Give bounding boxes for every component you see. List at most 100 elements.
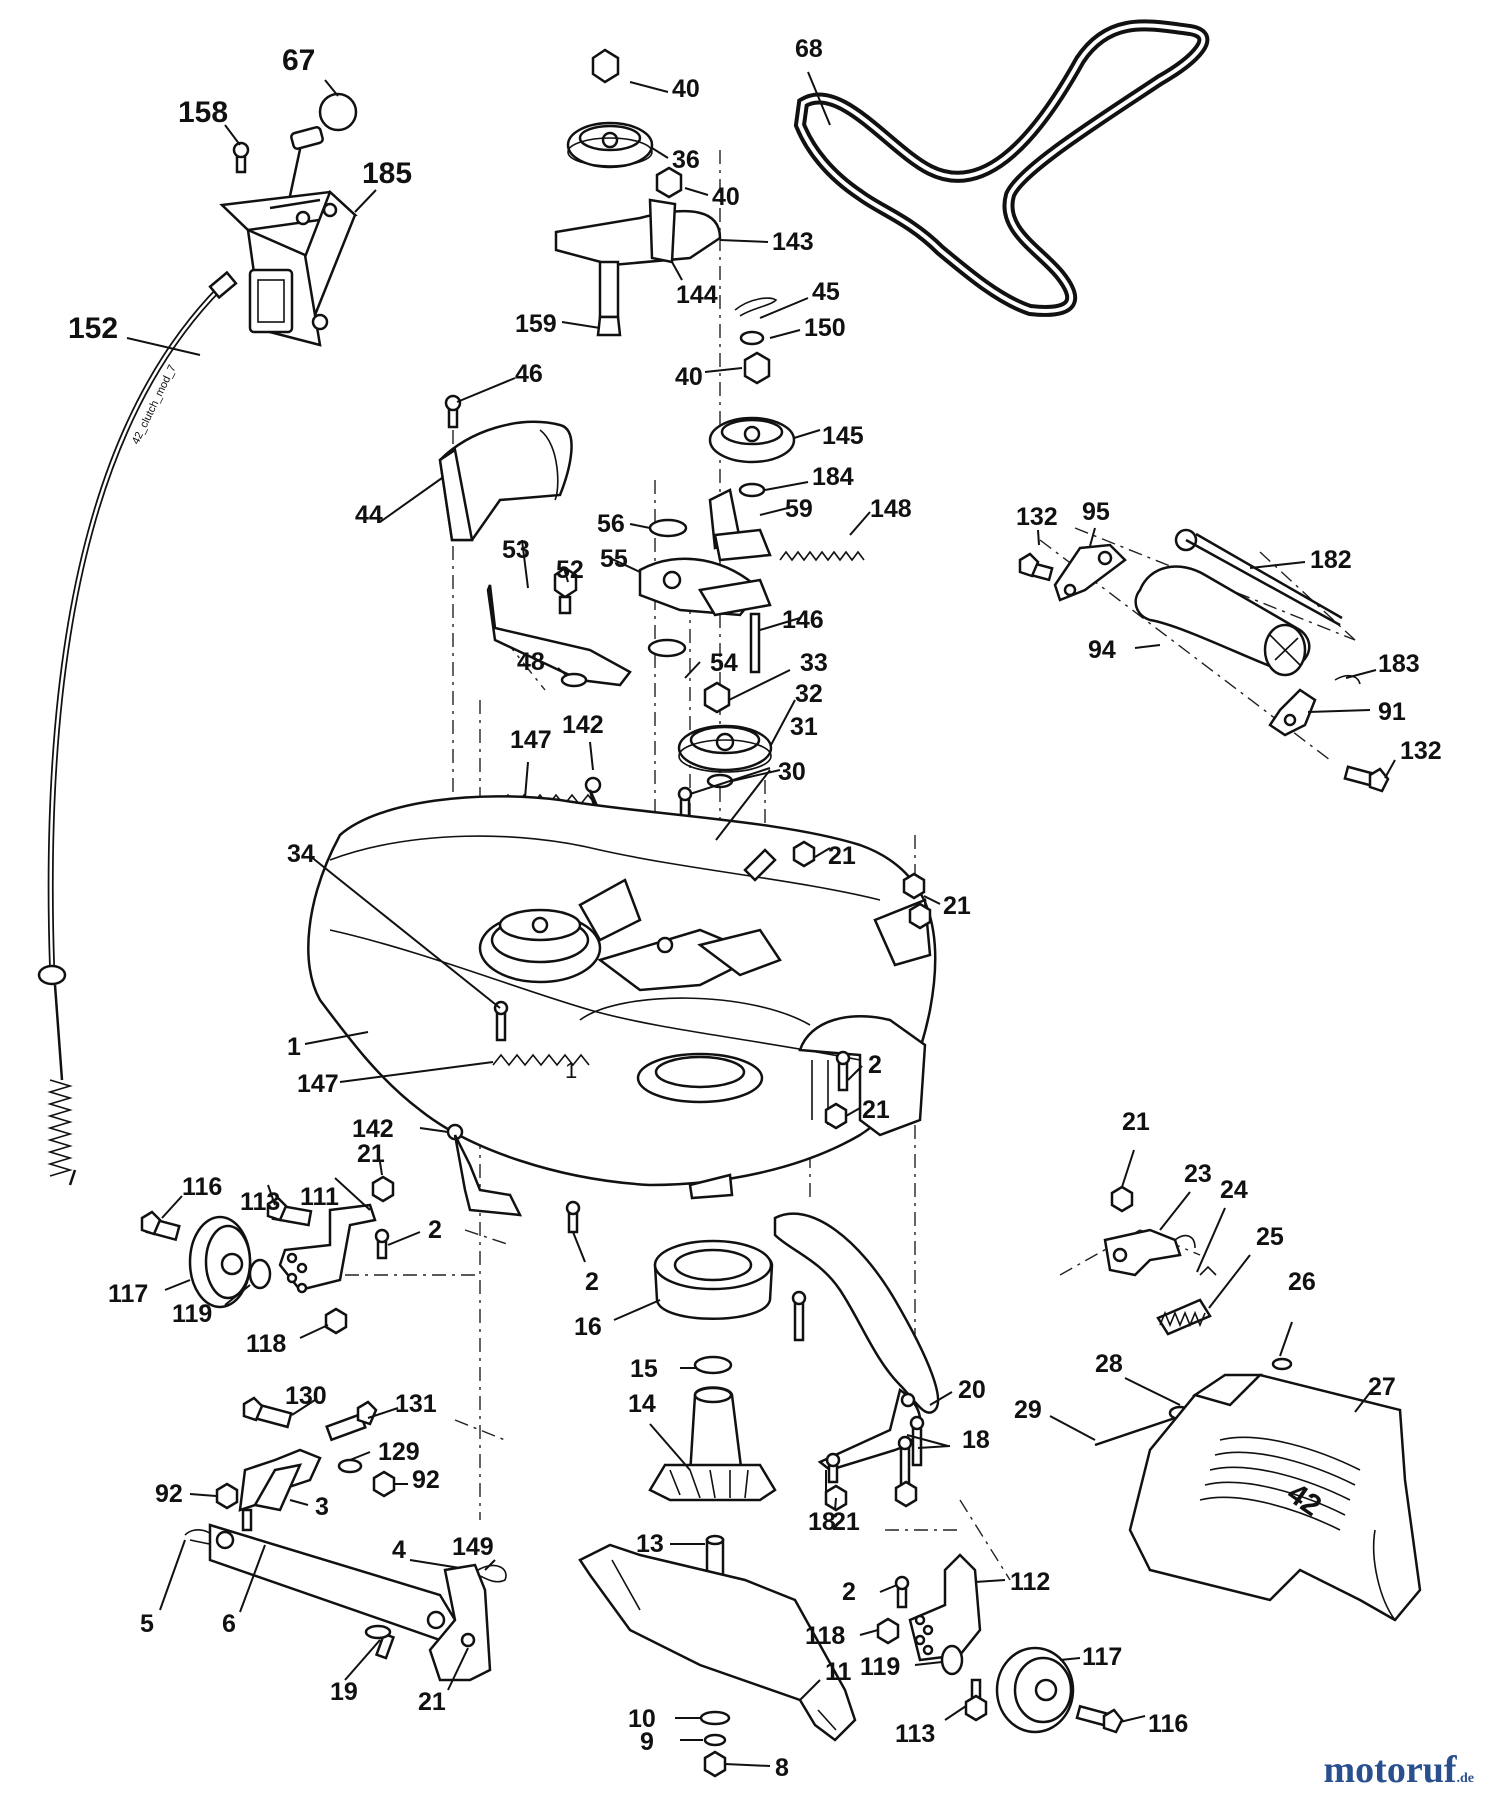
label-68: 68 xyxy=(795,35,823,63)
label-185: 185 xyxy=(362,157,412,190)
watermark-text: motoruf xyxy=(1323,1749,1457,1791)
part-labels: 67 158 185 152 40 36 40 143 144 159 68 4… xyxy=(68,35,1442,1782)
label-146: 146 xyxy=(782,606,824,634)
label-184: 184 xyxy=(812,463,854,491)
label-34: 34 xyxy=(287,840,315,868)
watermark-logo: motoruf.de xyxy=(1324,1748,1474,1792)
label-2: 2 xyxy=(868,1051,882,1079)
label-95: 95 xyxy=(1082,498,1110,526)
label-59: 59 xyxy=(785,495,813,523)
label-118: 118 xyxy=(805,1622,845,1650)
knob xyxy=(318,92,358,132)
label-30: 30 xyxy=(778,758,806,786)
label-31: 31 xyxy=(790,713,818,741)
idler-arm-assembly xyxy=(638,488,865,674)
baffle xyxy=(773,1212,940,1472)
drive-belt xyxy=(793,19,1210,317)
label-3: 3 xyxy=(315,1493,329,1521)
label-23: 23 xyxy=(1184,1160,1212,1188)
deck-link-assembly xyxy=(184,1523,507,1682)
label-11: 11 xyxy=(825,1658,852,1686)
idler-pulley-lower xyxy=(708,297,796,498)
label-116: 116 xyxy=(1148,1710,1188,1738)
label-8: 8 xyxy=(775,1754,789,1782)
label-1: 1 xyxy=(287,1033,301,1061)
label-21: 21 xyxy=(862,1096,890,1124)
bracket-assembly-left xyxy=(215,1396,396,1532)
label-144: 144 xyxy=(676,281,718,309)
watermark-suffix: .de xyxy=(1456,1771,1475,1786)
label-21: 21 xyxy=(943,892,971,920)
label-113: 113 xyxy=(240,1188,280,1216)
label-40: 40 xyxy=(672,75,700,103)
discharge-chute-assembly: 42 xyxy=(1094,1185,1422,1622)
label-94: 94 xyxy=(1088,636,1116,664)
label-112: 112 xyxy=(1010,1568,1050,1596)
label-142: 142 xyxy=(352,1115,394,1143)
label-19: 19 xyxy=(330,1678,358,1706)
label-4: 4 xyxy=(392,1536,406,1564)
label-21: 21 xyxy=(418,1688,446,1716)
label-14: 14 xyxy=(628,1390,656,1418)
label-40: 40 xyxy=(675,363,703,391)
label-40: 40 xyxy=(712,183,740,211)
label-159: 159 xyxy=(515,310,557,338)
label-27: 27 xyxy=(1368,1373,1396,1401)
label-54: 54 xyxy=(710,649,738,677)
leader-lines xyxy=(126,71,1396,1767)
label-55: 55 xyxy=(600,545,628,573)
label-147: 147 xyxy=(297,1070,339,1098)
roller-assembly xyxy=(1018,528,1390,793)
label-21: 21 xyxy=(1122,1108,1150,1136)
spring-lower xyxy=(492,1000,590,1067)
label-132: 132 xyxy=(1016,503,1058,531)
gauge-wheel-left xyxy=(140,1175,395,1335)
drive-pulley-assembly xyxy=(486,566,773,789)
label-149: 149 xyxy=(452,1533,494,1561)
label-119: 119 xyxy=(860,1653,900,1681)
label-18: 18 xyxy=(808,1508,836,1536)
label-150: 150 xyxy=(804,314,846,342)
label-13: 13 xyxy=(636,1530,664,1558)
label-92: 92 xyxy=(412,1466,440,1494)
label-15: 15 xyxy=(630,1355,658,1383)
label-44: 44 xyxy=(355,501,383,529)
label-116: 116 xyxy=(182,1173,222,1201)
label-148: 148 xyxy=(870,495,912,523)
clutch-lever-assembly xyxy=(219,126,358,347)
label-33: 33 xyxy=(800,649,828,677)
label-25: 25 xyxy=(1256,1223,1284,1251)
label-158: 158 xyxy=(178,96,228,129)
label-29: 29 xyxy=(1014,1396,1042,1424)
label-91: 91 xyxy=(1378,698,1406,726)
label-130: 130 xyxy=(285,1382,327,1410)
label-5: 5 xyxy=(140,1610,154,1638)
label-117: 117 xyxy=(108,1280,148,1308)
label-53: 53 xyxy=(502,536,530,564)
label-9: 9 xyxy=(640,1728,654,1756)
idler-pulley-top xyxy=(554,48,722,337)
label-129: 129 xyxy=(378,1438,420,1466)
mower-deck: 1 xyxy=(307,795,937,1200)
baffle-fasteners xyxy=(824,1415,925,1512)
label-147: 147 xyxy=(510,726,552,754)
label-21: 21 xyxy=(357,1140,385,1168)
label-28: 28 xyxy=(1095,1350,1123,1378)
label-2: 2 xyxy=(585,1268,599,1296)
label-2: 2 xyxy=(842,1578,856,1606)
label-113: 113 xyxy=(895,1720,935,1748)
label-45: 45 xyxy=(812,278,840,306)
label-21: 21 xyxy=(828,842,856,870)
deck-fasteners xyxy=(792,840,932,1130)
label-111: 111 xyxy=(300,1183,339,1211)
clutch-cable: 42_clutch_mod_7 xyxy=(37,270,238,1186)
label-142: 142 xyxy=(562,711,604,739)
label-143: 143 xyxy=(772,228,814,256)
bolt-center xyxy=(565,1200,581,1234)
label-183: 183 xyxy=(1378,650,1420,678)
label-117: 117 xyxy=(1082,1643,1122,1671)
label-20: 20 xyxy=(958,1376,986,1404)
label-182: 182 xyxy=(1310,546,1352,574)
label-131: 131 xyxy=(395,1390,437,1418)
